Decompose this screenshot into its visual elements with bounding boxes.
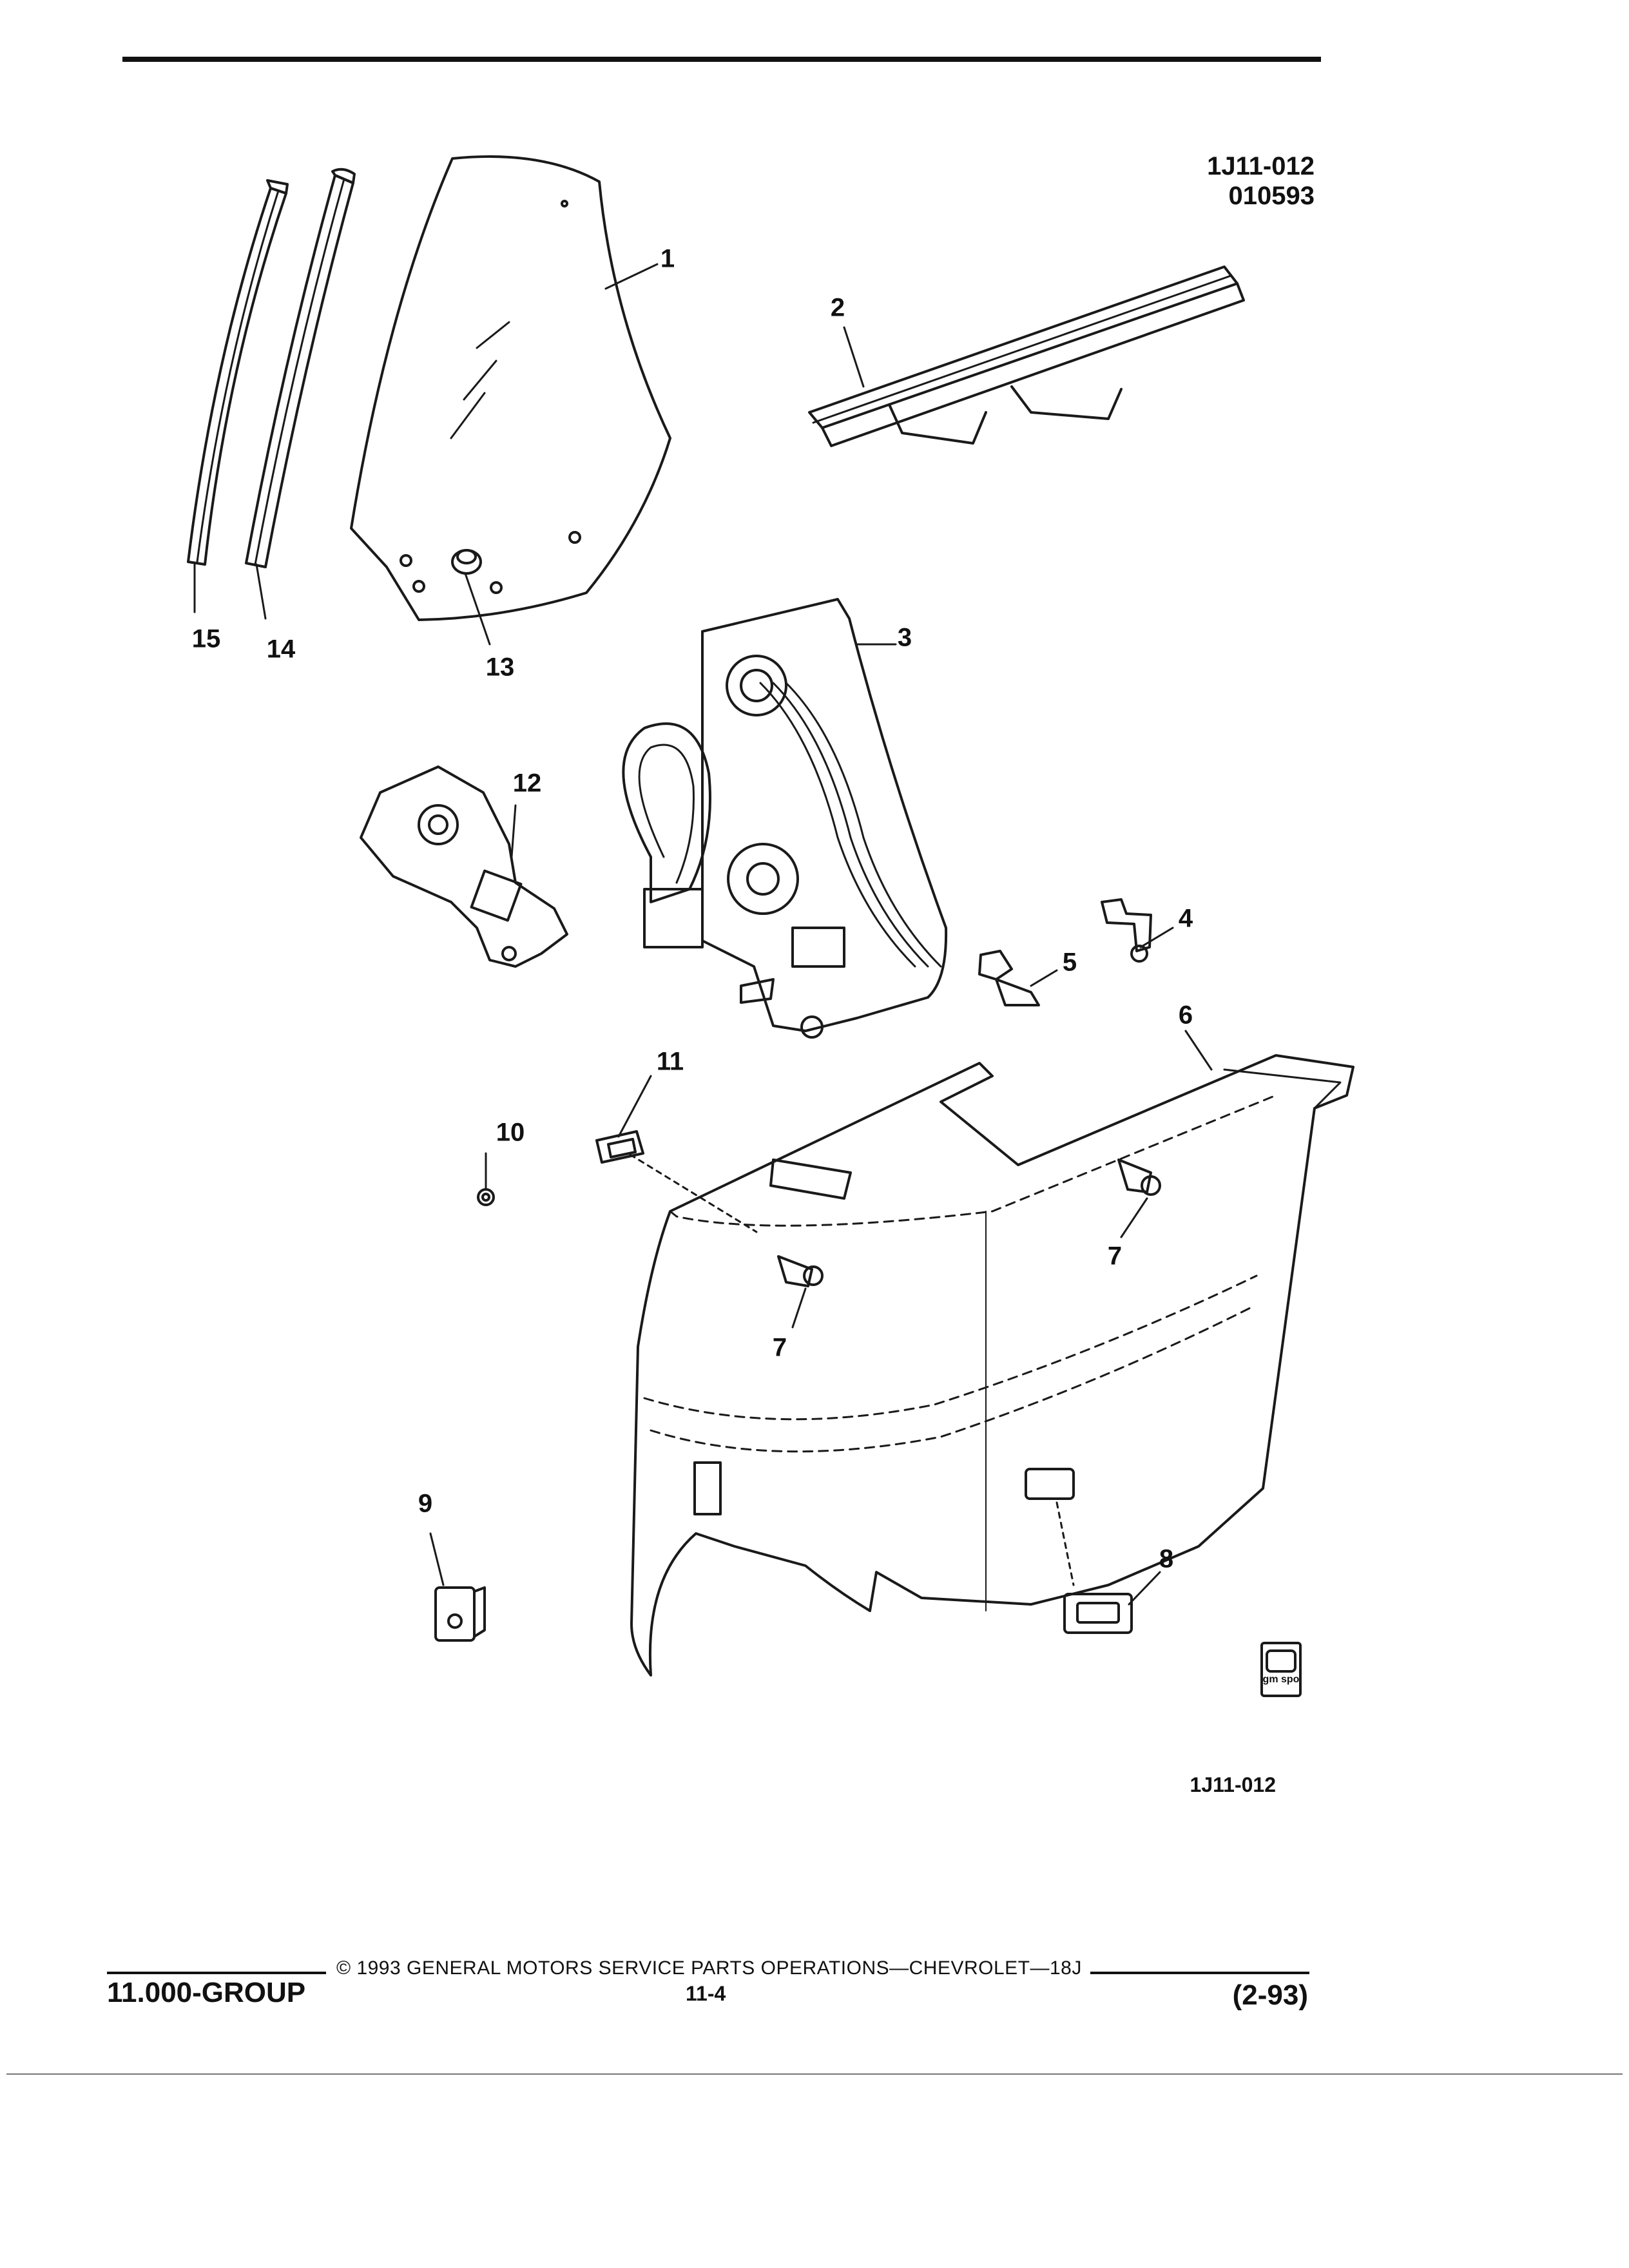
footer-group: 11.000-GROUP xyxy=(107,1977,306,2008)
footer-rule-right xyxy=(1090,1972,1309,1974)
bracket-4 xyxy=(1102,899,1151,961)
run-channel-14 xyxy=(246,169,354,567)
callout-12: 12 xyxy=(512,769,542,798)
callout-6: 6 xyxy=(1178,1001,1193,1030)
drawing-date: 010593 xyxy=(1228,182,1315,210)
callout-10: 10 xyxy=(496,1118,525,1147)
callout-7-upper: 7 xyxy=(1107,1242,1123,1271)
handle-8 xyxy=(1065,1594,1132,1633)
screw-7-upper xyxy=(1119,1160,1160,1195)
sash-channel-2 xyxy=(809,267,1244,446)
screw-7-lower xyxy=(778,1256,822,1286)
door-glass-1 xyxy=(351,157,670,620)
callout-2: 2 xyxy=(830,293,845,322)
callout-3: 3 xyxy=(897,623,912,652)
figure-code: 1J11-012 xyxy=(1190,1773,1276,1796)
callout-8: 8 xyxy=(1159,1544,1174,1573)
gm-spo-logo xyxy=(1262,1643,1300,1696)
switch-connector-5 xyxy=(979,951,1039,1005)
escutcheon-11 xyxy=(597,1131,643,1162)
footer-page-number: 11-4 xyxy=(686,1982,726,2005)
switch-9 xyxy=(436,1588,485,1640)
callout-15: 15 xyxy=(191,624,221,653)
footer-copyright: © 1993 GENERAL MOTORS SERVICE PARTS OPER… xyxy=(336,1957,1082,1979)
glass-bumper-13 xyxy=(452,550,481,573)
window-regulator-3 xyxy=(623,599,946,1037)
run-channel-15 xyxy=(188,180,287,564)
washer-10 xyxy=(478,1189,494,1205)
callout-13: 13 xyxy=(485,653,515,682)
callout-5: 5 xyxy=(1062,948,1077,977)
callout-4: 4 xyxy=(1178,904,1193,933)
gm-spo-logo-text: gm spo xyxy=(1262,1674,1300,1685)
bottom-edge-line xyxy=(6,2073,1623,2075)
top-rule xyxy=(122,57,1321,62)
footer-date: (2-93) xyxy=(1232,1979,1308,2011)
callout-1: 1 xyxy=(660,244,675,273)
regulator-motor-12 xyxy=(361,767,567,966)
callout-9: 9 xyxy=(418,1489,433,1518)
drawing-code: 1J11-012 xyxy=(1207,152,1315,180)
footer-rule-left xyxy=(107,1972,326,1974)
trim-panel-6 xyxy=(631,1055,1353,1675)
callout-14: 14 xyxy=(266,635,296,664)
callout-11: 11 xyxy=(656,1047,684,1076)
callout-7-lower: 7 xyxy=(772,1333,787,1362)
